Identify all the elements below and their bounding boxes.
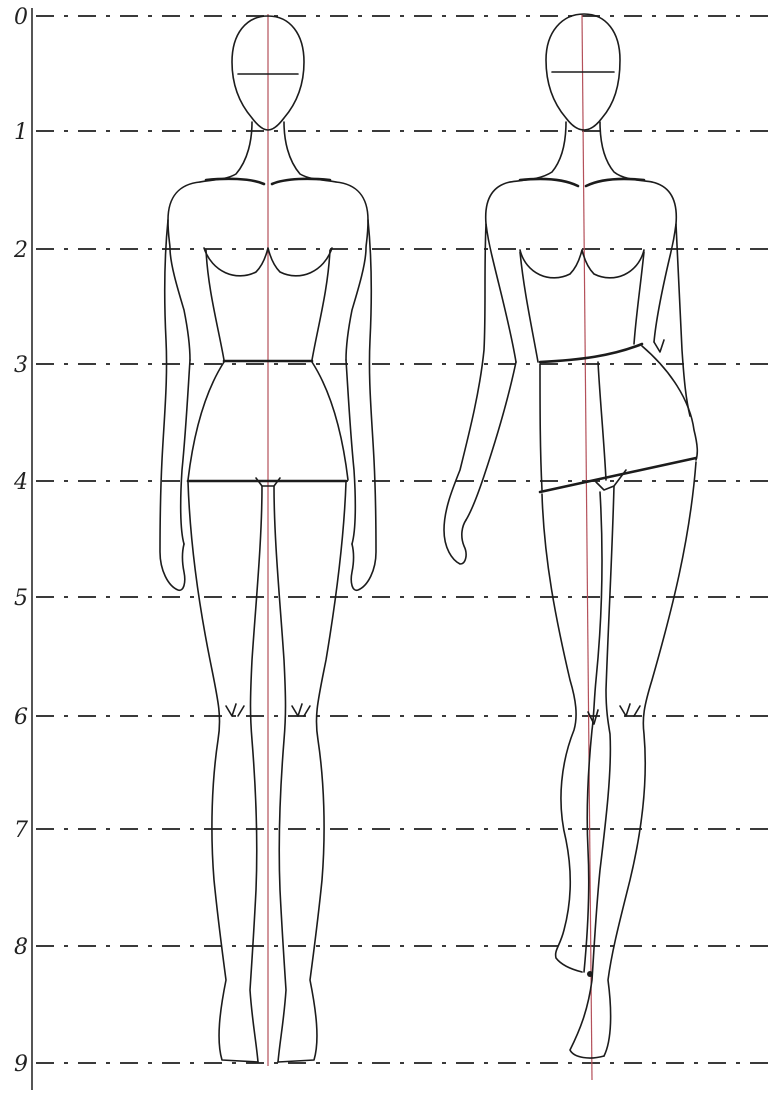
front-hip-right (312, 362, 348, 480)
front-arm-left (160, 220, 185, 590)
front-figure (160, 14, 376, 1066)
walking-hip-left (540, 364, 542, 490)
guide-label-5: 5 (14, 586, 28, 611)
front-arm-right (351, 220, 376, 590)
front-knee-right (292, 704, 310, 716)
front-torso-left (168, 182, 200, 360)
walking-hipline (540, 458, 696, 492)
walking-torso-right (652, 182, 676, 342)
front-torso-right (336, 182, 368, 360)
guide-label-0: 0 (14, 5, 28, 30)
guide-labels: 0 1 2 3 4 5 6 7 8 9 (13, 5, 28, 1077)
walking-waistline (540, 344, 642, 362)
walking-ankle-dot (587, 971, 593, 977)
guide-lines (36, 16, 770, 1063)
walking-arm-left-inner (466, 362, 516, 520)
front-leg-right-outer (278, 482, 346, 1062)
walking-torso-left (486, 182, 516, 362)
front-leg-left-inner (250, 486, 262, 1062)
walking-figure (444, 14, 697, 1080)
guide-label-3: 3 (14, 353, 28, 378)
guide-label-6: 6 (14, 705, 28, 730)
guide-label-8: 8 (14, 935, 28, 960)
guide-label-9: 9 (14, 1052, 28, 1077)
walking-pelvis-divider (598, 362, 606, 480)
front-arm-right-inner (346, 360, 355, 544)
walking-collarbone (520, 179, 644, 186)
front-hip-left (188, 362, 224, 480)
front-leg-left-outer (188, 482, 258, 1062)
walking-elbow-mark (654, 340, 664, 352)
guide-label-1: 1 (14, 120, 28, 145)
walking-leg-right-outer (604, 462, 696, 1056)
walking-arm-left (444, 224, 486, 564)
front-arm-left-inner (181, 360, 190, 544)
walking-knee-right (620, 704, 640, 716)
walking-bust (520, 250, 644, 278)
walking-ribcage-left (520, 252, 538, 362)
guide-label-4: 4 (13, 470, 28, 495)
guide-label-2: 2 (13, 238, 28, 263)
front-knee-left (226, 704, 244, 716)
front-leg-right-inner (274, 486, 286, 1062)
guide-label-7: 7 (14, 818, 28, 843)
walking-leg-left-outer (542, 494, 582, 972)
